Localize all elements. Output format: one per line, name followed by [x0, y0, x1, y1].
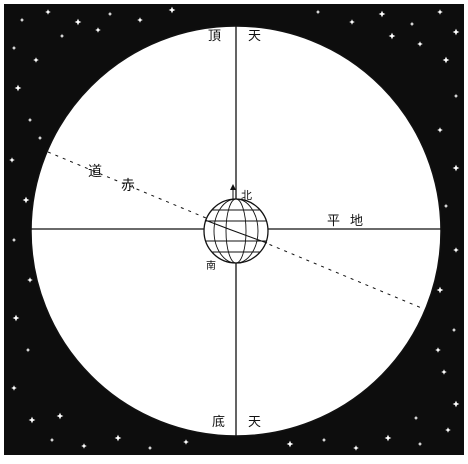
equator-label-2: 赤: [121, 178, 135, 194]
horizon-label-1: 平: [327, 214, 340, 229]
zenith-label-right: 天: [248, 29, 261, 44]
zenith-label-left: 頂: [208, 29, 221, 44]
nadir-label-left: 底: [212, 414, 225, 430]
north-label: 北: [241, 189, 252, 202]
equator-label-1: 道: [88, 164, 102, 180]
nadir-label-right: 天: [248, 415, 261, 430]
south-label: 南: [206, 259, 216, 272]
globe-icon: [204, 199, 268, 263]
horizon-label-2: 地: [350, 214, 363, 229]
